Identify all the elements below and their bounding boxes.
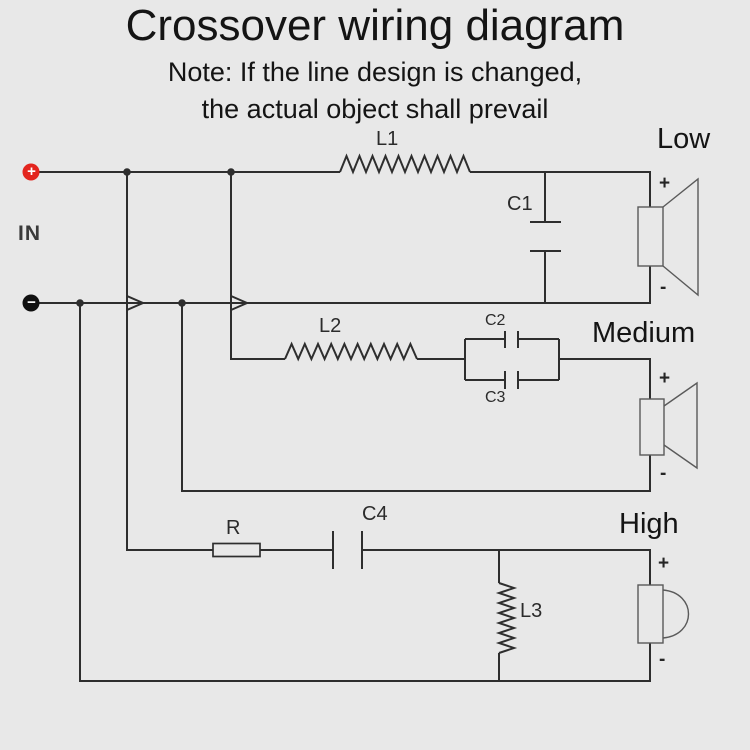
low-speaker-plus-label: +: [659, 173, 671, 194]
page-title: Crossover wiring diagram: [125, 1, 625, 50]
component-label-c3: C3: [485, 389, 506, 406]
junction-dots: [76, 168, 235, 307]
medium-circuit-wires: [181, 172, 651, 492]
medium-speaker-plus-label: +: [659, 368, 671, 389]
high-circuit-wires: [79, 172, 651, 682]
high-speaker-minus-label: -: [659, 649, 666, 670]
capacitor-c2-c3-parallel-icon: [464, 331, 560, 389]
input-minus-symbol: −: [27, 294, 36, 311]
crossing-arrow-icon: [126, 295, 146, 311]
component-label-l1: L1: [376, 128, 399, 150]
inductor-l3-icon: [495, 582, 518, 654]
medium-speaker-minus-label: -: [660, 463, 667, 484]
capacitor-c4-icon: [332, 531, 363, 569]
medium-speaker-icon: [639, 381, 698, 470]
capacitor-c2-icon: [465, 331, 559, 348]
input-label: IN: [18, 222, 41, 245]
component-label-c1: C1: [507, 193, 533, 215]
wire-crossing-arrow-icons: [126, 295, 250, 311]
low-circuit-wires: [39, 153, 651, 304]
channel-label-low: Low: [657, 123, 711, 155]
capacitor-c3-icon: [465, 371, 559, 389]
component-label-l3: L3: [520, 600, 543, 622]
capacitor-c1-icon: [530, 172, 561, 303]
channel-label-high: High: [619, 508, 679, 540]
low-speaker-minus-label: -: [660, 277, 667, 298]
low-speaker-icon: [637, 177, 699, 297]
inductor-l2-icon: [284, 341, 418, 362]
component-label-r: R: [226, 517, 241, 539]
input-plus-terminal: [22, 163, 40, 181]
high-speaker-icon: [637, 584, 689, 644]
channel-label-medium: Medium: [592, 317, 696, 349]
component-label-l2: L2: [319, 315, 342, 337]
note-line-1: Note: If the line design is changed,: [167, 57, 583, 87]
component-label-c2: C2: [485, 312, 506, 329]
high-speaker-plus-label: +: [658, 553, 670, 574]
input-minus-terminal: [22, 294, 40, 312]
input-plus-symbol: +: [27, 163, 36, 180]
note-line-2: the actual object shall prevail: [201, 94, 549, 124]
resistor-r-icon: [212, 542, 261, 558]
component-label-c4: C4: [362, 503, 388, 525]
crossing-arrow-icon: [230, 295, 250, 311]
inductor-l1-icon: [339, 153, 471, 175]
